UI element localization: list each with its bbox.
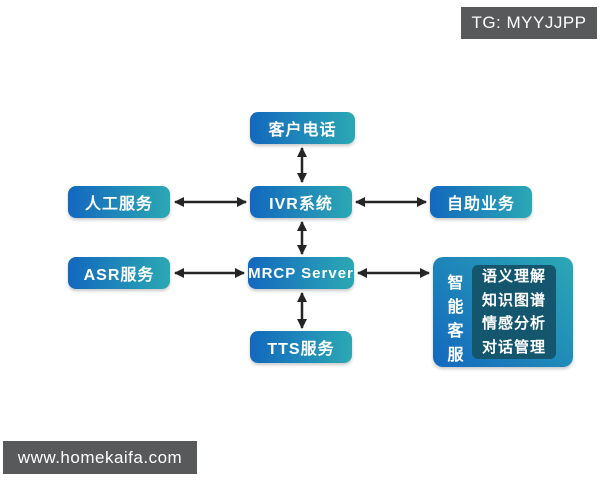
node-mrcp-server: MRCP Server	[248, 257, 354, 289]
smart-cs-char: 客	[447, 323, 465, 340]
smart-cs-char: 服	[447, 347, 465, 364]
feature-sentiment-analysis: 情感分析	[481, 315, 546, 333]
smart-cs-char: 能	[447, 299, 465, 316]
feature-dialog-management: 对话管理	[481, 338, 546, 356]
node-self-service: 自助业务	[430, 186, 532, 218]
website-watermark-badge: www.homekaifa.com	[3, 441, 197, 474]
node-asr-service: ASR服务	[68, 257, 170, 289]
smart-cs-feature-panel: 语义理解 知识图谱 情感分析 对话管理	[472, 265, 556, 359]
feature-knowledge-graph: 知识图谱	[481, 291, 546, 309]
node-tts-service: TTS服务	[250, 331, 352, 363]
node-manual-service: 人工服务	[68, 186, 170, 218]
node-smart-customer-service: 智 能 客 服 语义理解 知识图谱 情感分析 对话管理	[433, 257, 573, 367]
node-ivr-system: IVR系统	[250, 186, 352, 218]
smart-cs-char: 智	[447, 275, 465, 292]
feature-semantic-understanding: 语义理解	[481, 268, 546, 286]
node-customer-phone: 客户电话	[250, 112, 355, 144]
smart-cs-vertical-label: 智 能 客 服	[442, 269, 470, 364]
telegram-watermark-badge: TG: MYYJJPP	[461, 7, 597, 39]
